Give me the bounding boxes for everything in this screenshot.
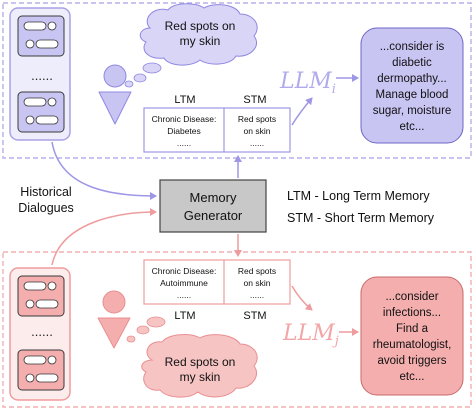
legend-stm: STM - Short Term Memory — [287, 211, 435, 225]
top-llm-label: LLMi — [279, 69, 336, 97]
top-ltm-cell-line-3: ...... — [177, 138, 191, 148]
top-response-line-1: ...consider is — [380, 41, 445, 53]
top-response-line-2: diabetic — [392, 57, 432, 69]
bottom-llm-label: LLMj — [282, 321, 339, 349]
bot-avatar-icon — [25, 299, 35, 309]
bottom-history-to-generator-arrow — [51, 208, 157, 266]
top-stm-cell-line-1: Red spots — [238, 114, 276, 124]
bottom-dialogue-card-1 — [17, 275, 65, 317]
user-avatar-icon — [47, 97, 57, 107]
top-ltm-cell-line-2: Diabetes — [167, 126, 201, 136]
top-stm-label: STM — [243, 94, 266, 106]
bottom-stm-cell-line-1: Red spots — [238, 266, 276, 276]
bottom-ltm-cell-line-2: Autoimmune — [160, 278, 208, 288]
bottom-response-line-1: ...consider — [385, 291, 438, 303]
bot-avatar-icon — [25, 115, 35, 125]
user-avatar-icon — [47, 21, 57, 31]
top-response-line-4: Manage blood — [376, 89, 449, 101]
top-thought-bubble: Red spots on my skin — [124, 3, 258, 88]
top-table-to-llm-arrow — [291, 97, 313, 126]
bottom-response-line-5: avoid triggers — [377, 355, 446, 367]
top-ltm-label: LTM — [174, 94, 195, 106]
bottom-ltm-cell-line-1: Chronic Disease: — [152, 266, 217, 276]
bottom-response-bubble: ...consider infections... Find a rheumat… — [360, 276, 464, 396]
svg-text:LLMi: LLMi — [279, 69, 336, 97]
bottom-ltm-label: LTM — [174, 310, 195, 322]
bottom-stm-label: STM — [243, 310, 266, 322]
top-memory-table: LTM STM Chronic Disease: Diabetes ......… — [143, 94, 291, 153]
top-stm-cell-line-3: ...... — [250, 138, 264, 148]
bottom-ltm-cell-line-3: ...... — [177, 290, 191, 300]
bot-avatar-icon — [25, 39, 35, 49]
top-response-line-5: sugar, moisture — [373, 105, 452, 117]
top-thought-line-2: my skin — [180, 34, 221, 48]
top-dialogue-history: ...... — [9, 7, 71, 141]
top-stm-cell-line-2: on skin — [244, 126, 271, 136]
bottom-stm-cell-line-2: on skin — [244, 278, 271, 288]
bottom-thought-line-2: my skin — [180, 370, 221, 384]
bottom-dialogue-card-2 — [17, 349, 65, 391]
user-avatar-icon — [47, 355, 57, 365]
bottom-memory-table: Chronic Disease: Autoimmune ...... Red s… — [143, 259, 291, 322]
top-patient-icon — [98, 64, 132, 125]
bottom-response-line-2: infections... — [383, 307, 441, 319]
bottom-thought-bubble: Red spots on my skin — [126, 316, 258, 398]
bottom-table-to-llm-arrow — [291, 285, 313, 311]
bottom-dialogue-ellipsis: ...... — [31, 324, 53, 339]
memory-generator-line-2: Generator — [184, 208, 243, 223]
bottom-llm-subscript: j — [332, 334, 339, 349]
bottom-thought-line-1: Red spots on — [165, 355, 236, 369]
bot-avatar-icon — [25, 373, 35, 383]
top-ltm-cell-line-1: Chronic Disease: — [152, 114, 217, 124]
historical-dialogues-line-2: Dialogues — [18, 201, 74, 215]
bottom-patient-icon — [97, 290, 131, 349]
top-dialogue-card-1 — [17, 15, 65, 57]
top-dialogue-card-2 — [17, 91, 65, 133]
legend-ltm: LTM - Long Term Memory — [287, 189, 430, 203]
user-avatar-icon — [47, 281, 57, 291]
top-response-line-3: dermopathy... — [377, 73, 446, 85]
top-response-bubble: ...consider is diabetic dermopathy... Ma… — [360, 27, 464, 144]
top-llm-symbol: LLM — [279, 69, 332, 94]
bottom-response-line-6: etc... — [400, 371, 425, 383]
top-history-to-generator-arrow — [51, 141, 157, 200]
top-response-line-6: etc... — [400, 121, 425, 133]
bottom-dialogue-history: ...... — [9, 267, 71, 401]
bottom-stm-cell-line-3: ...... — [250, 290, 264, 300]
historical-dialogues-line-1: Historical — [20, 185, 71, 199]
bottom-response-line-3: Find a — [396, 323, 429, 335]
bottom-llm-symbol: LLM — [282, 321, 335, 346]
bottom-response-line-4: rheumatologist, — [373, 339, 452, 351]
svg-text:LLMj: LLMj — [282, 321, 339, 349]
top-llm-subscript: i — [332, 82, 336, 97]
top-thought-line-1: Red spots on — [165, 19, 236, 33]
top-dialogue-ellipsis: ...... — [31, 68, 53, 83]
memory-generator-box: Memory Generator — [159, 179, 267, 233]
memory-generator-line-1: Memory — [190, 190, 237, 205]
